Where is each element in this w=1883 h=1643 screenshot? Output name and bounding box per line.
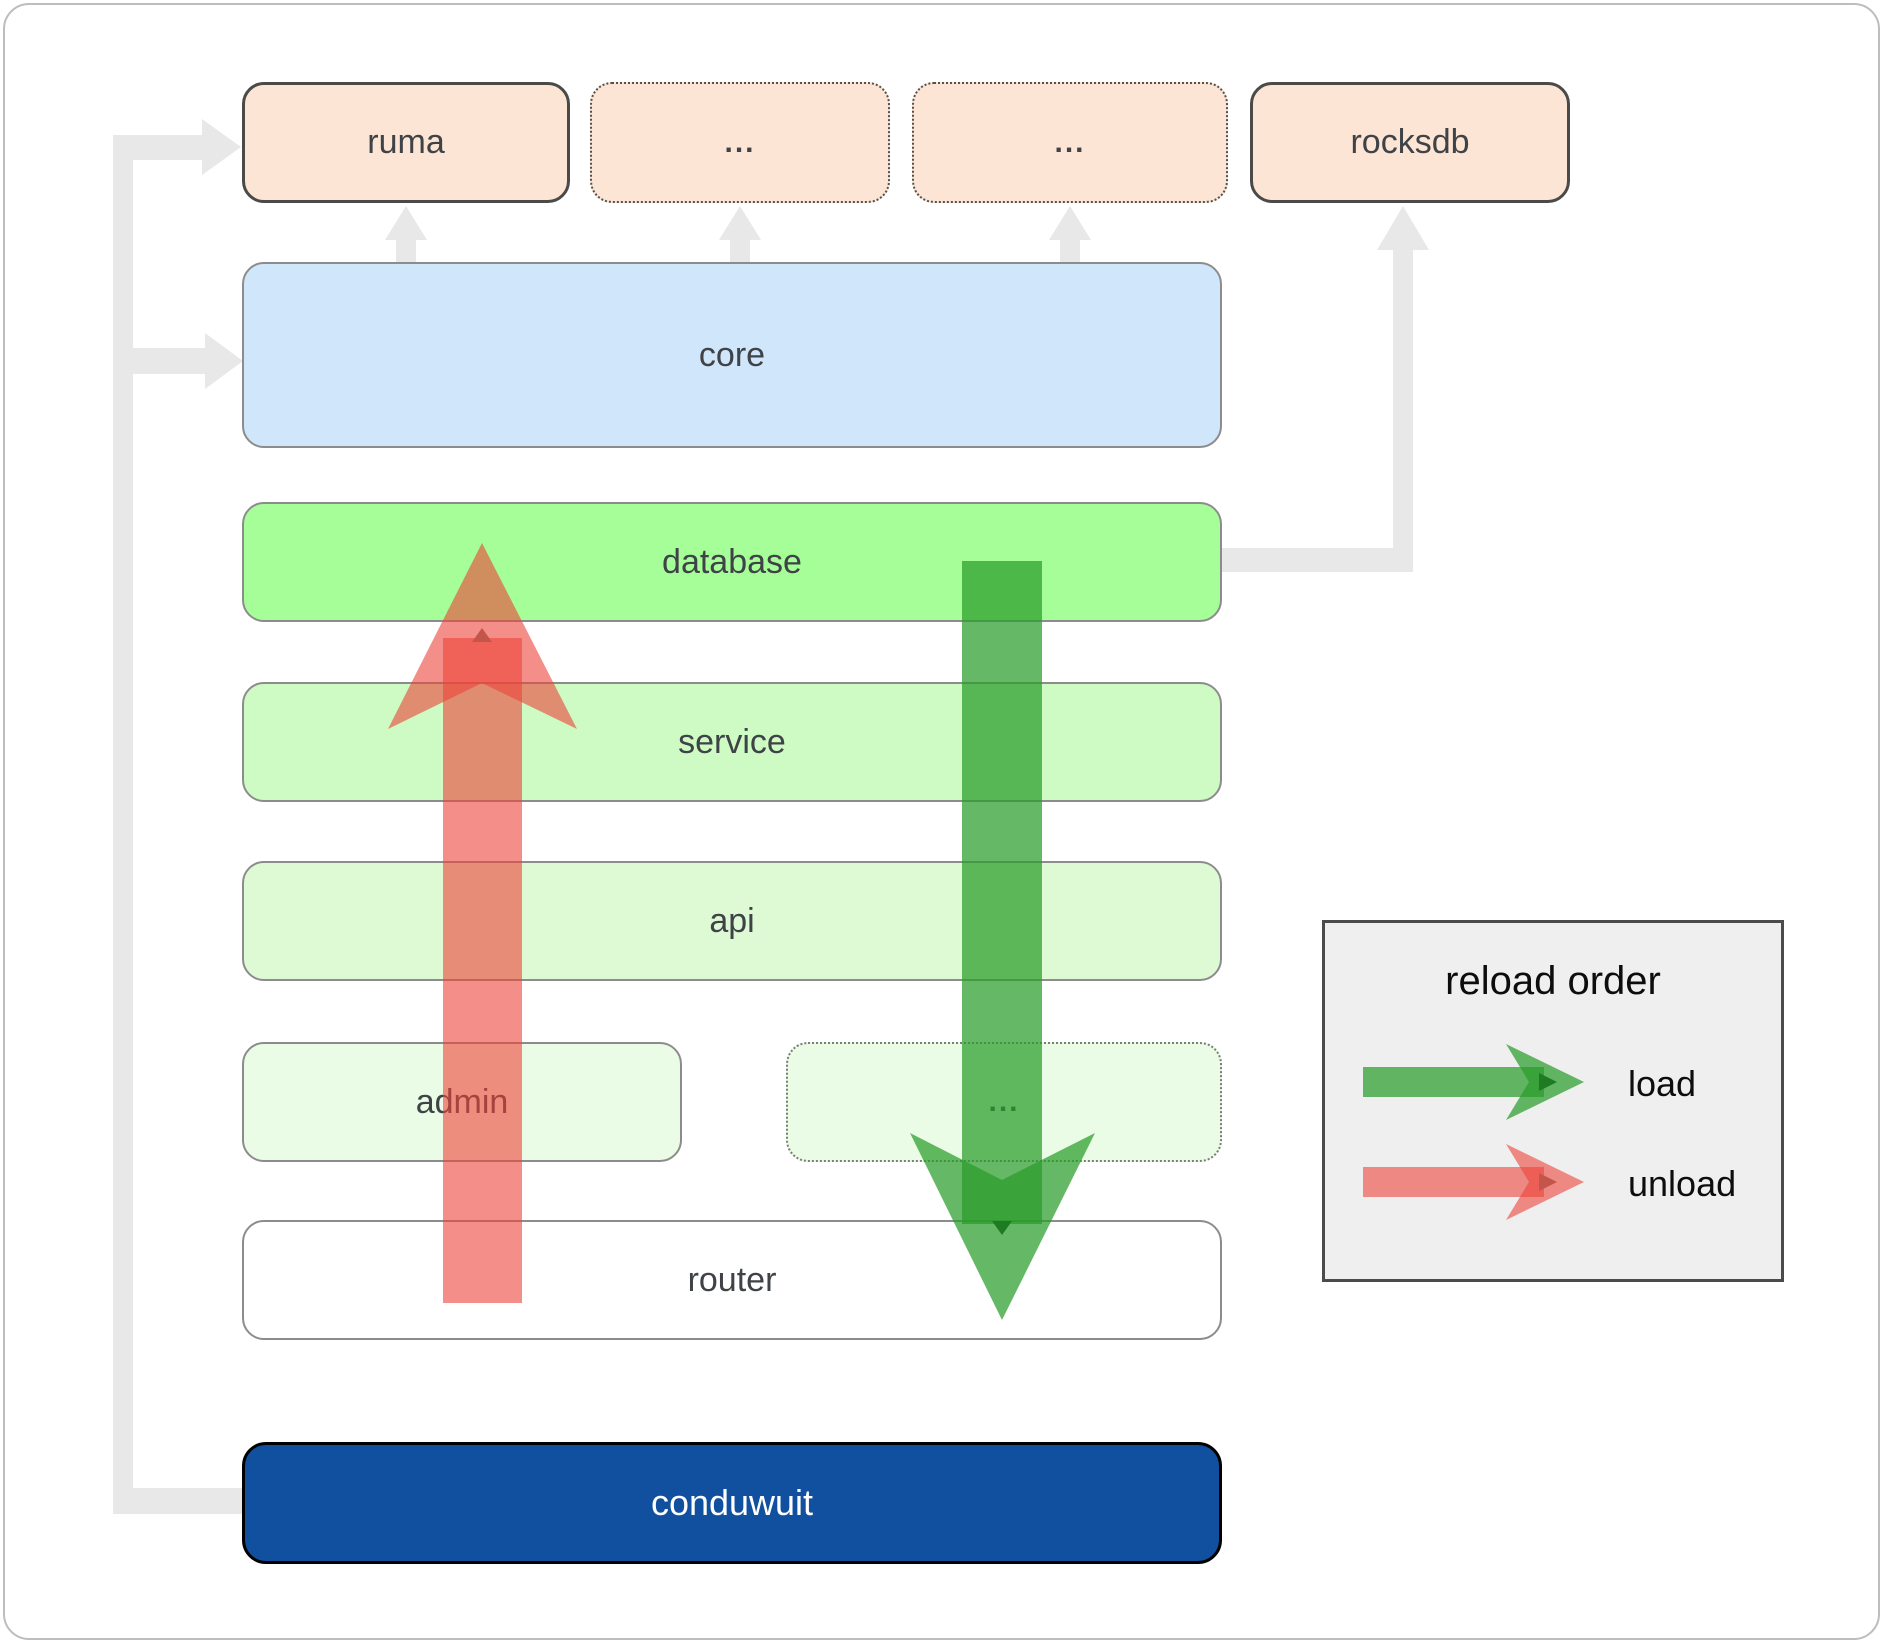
box-router-label: router	[687, 1260, 777, 1299]
load-marker-chevron	[992, 1221, 1012, 1235]
database-to-rocksdb-vertical	[1393, 250, 1413, 572]
box-rocksdb-label: rocksdb	[1350, 123, 1470, 161]
box-conduwuit: conduwuit	[242, 1442, 1222, 1564]
box-other-dependency-2-label: ...	[1054, 125, 1086, 159]
box-database-label: database	[662, 542, 802, 581]
left-elbow-vertical	[113, 135, 133, 1514]
box-ruma: ruma	[242, 82, 570, 203]
core-to-ruma-arrowhead	[385, 206, 427, 240]
box-service-label: service	[678, 722, 786, 761]
box-router: router	[242, 1220, 1222, 1340]
left-elbow-top-branch	[113, 135, 202, 160]
box-api-label: api	[709, 901, 755, 940]
unload-arrow-icon	[1363, 1144, 1584, 1220]
box-other-dependency-2: ...	[912, 82, 1228, 203]
box-core: core	[242, 262, 1222, 448]
load-arrow-icon	[1363, 1044, 1584, 1120]
box-core-label: core	[698, 335, 766, 374]
legend-title: reload order	[1445, 959, 1661, 1003]
core-to-deps-b-shaft	[1060, 240, 1080, 262]
box-database: database	[242, 502, 1222, 622]
core-to-deps-a-arrowhead	[719, 206, 761, 240]
arrowhead-to-core	[205, 333, 243, 389]
arrowhead-to-rocksdb	[1377, 206, 1429, 250]
left-elbow-core-branch	[133, 348, 205, 374]
arrowhead-to-ruma	[202, 119, 241, 175]
unload-arrow-shaft	[443, 638, 522, 1303]
left-elbow-bottom-branch	[113, 1488, 246, 1514]
box-ruma-label: ruma	[367, 123, 445, 161]
core-to-deps-b-arrowhead	[1049, 206, 1091, 240]
unload-marker-chevron	[472, 628, 492, 642]
box-other-dependency-1-label: ...	[724, 125, 756, 159]
database-to-rocksdb-horizontal	[1222, 548, 1393, 572]
box-rocksdb: rocksdb	[1250, 82, 1570, 203]
load-arrow-shaft	[962, 561, 1042, 1224]
core-to-ruma-shaft	[396, 240, 416, 262]
box-service: service	[242, 682, 1222, 802]
core-to-deps-a-shaft	[730, 240, 750, 262]
load-arrow	[910, 561, 1095, 1320]
box-conduwuit-label: conduwuit	[650, 1482, 814, 1523]
legend-load-label: load	[1628, 1063, 1697, 1104]
legend-panel: reload order load unload	[1322, 920, 1784, 1282]
unload-arrow	[388, 543, 577, 1303]
box-other-dependency-1: ...	[590, 82, 890, 203]
box-api: api	[242, 861, 1222, 981]
legend-unload-label: unload	[1628, 1163, 1737, 1204]
